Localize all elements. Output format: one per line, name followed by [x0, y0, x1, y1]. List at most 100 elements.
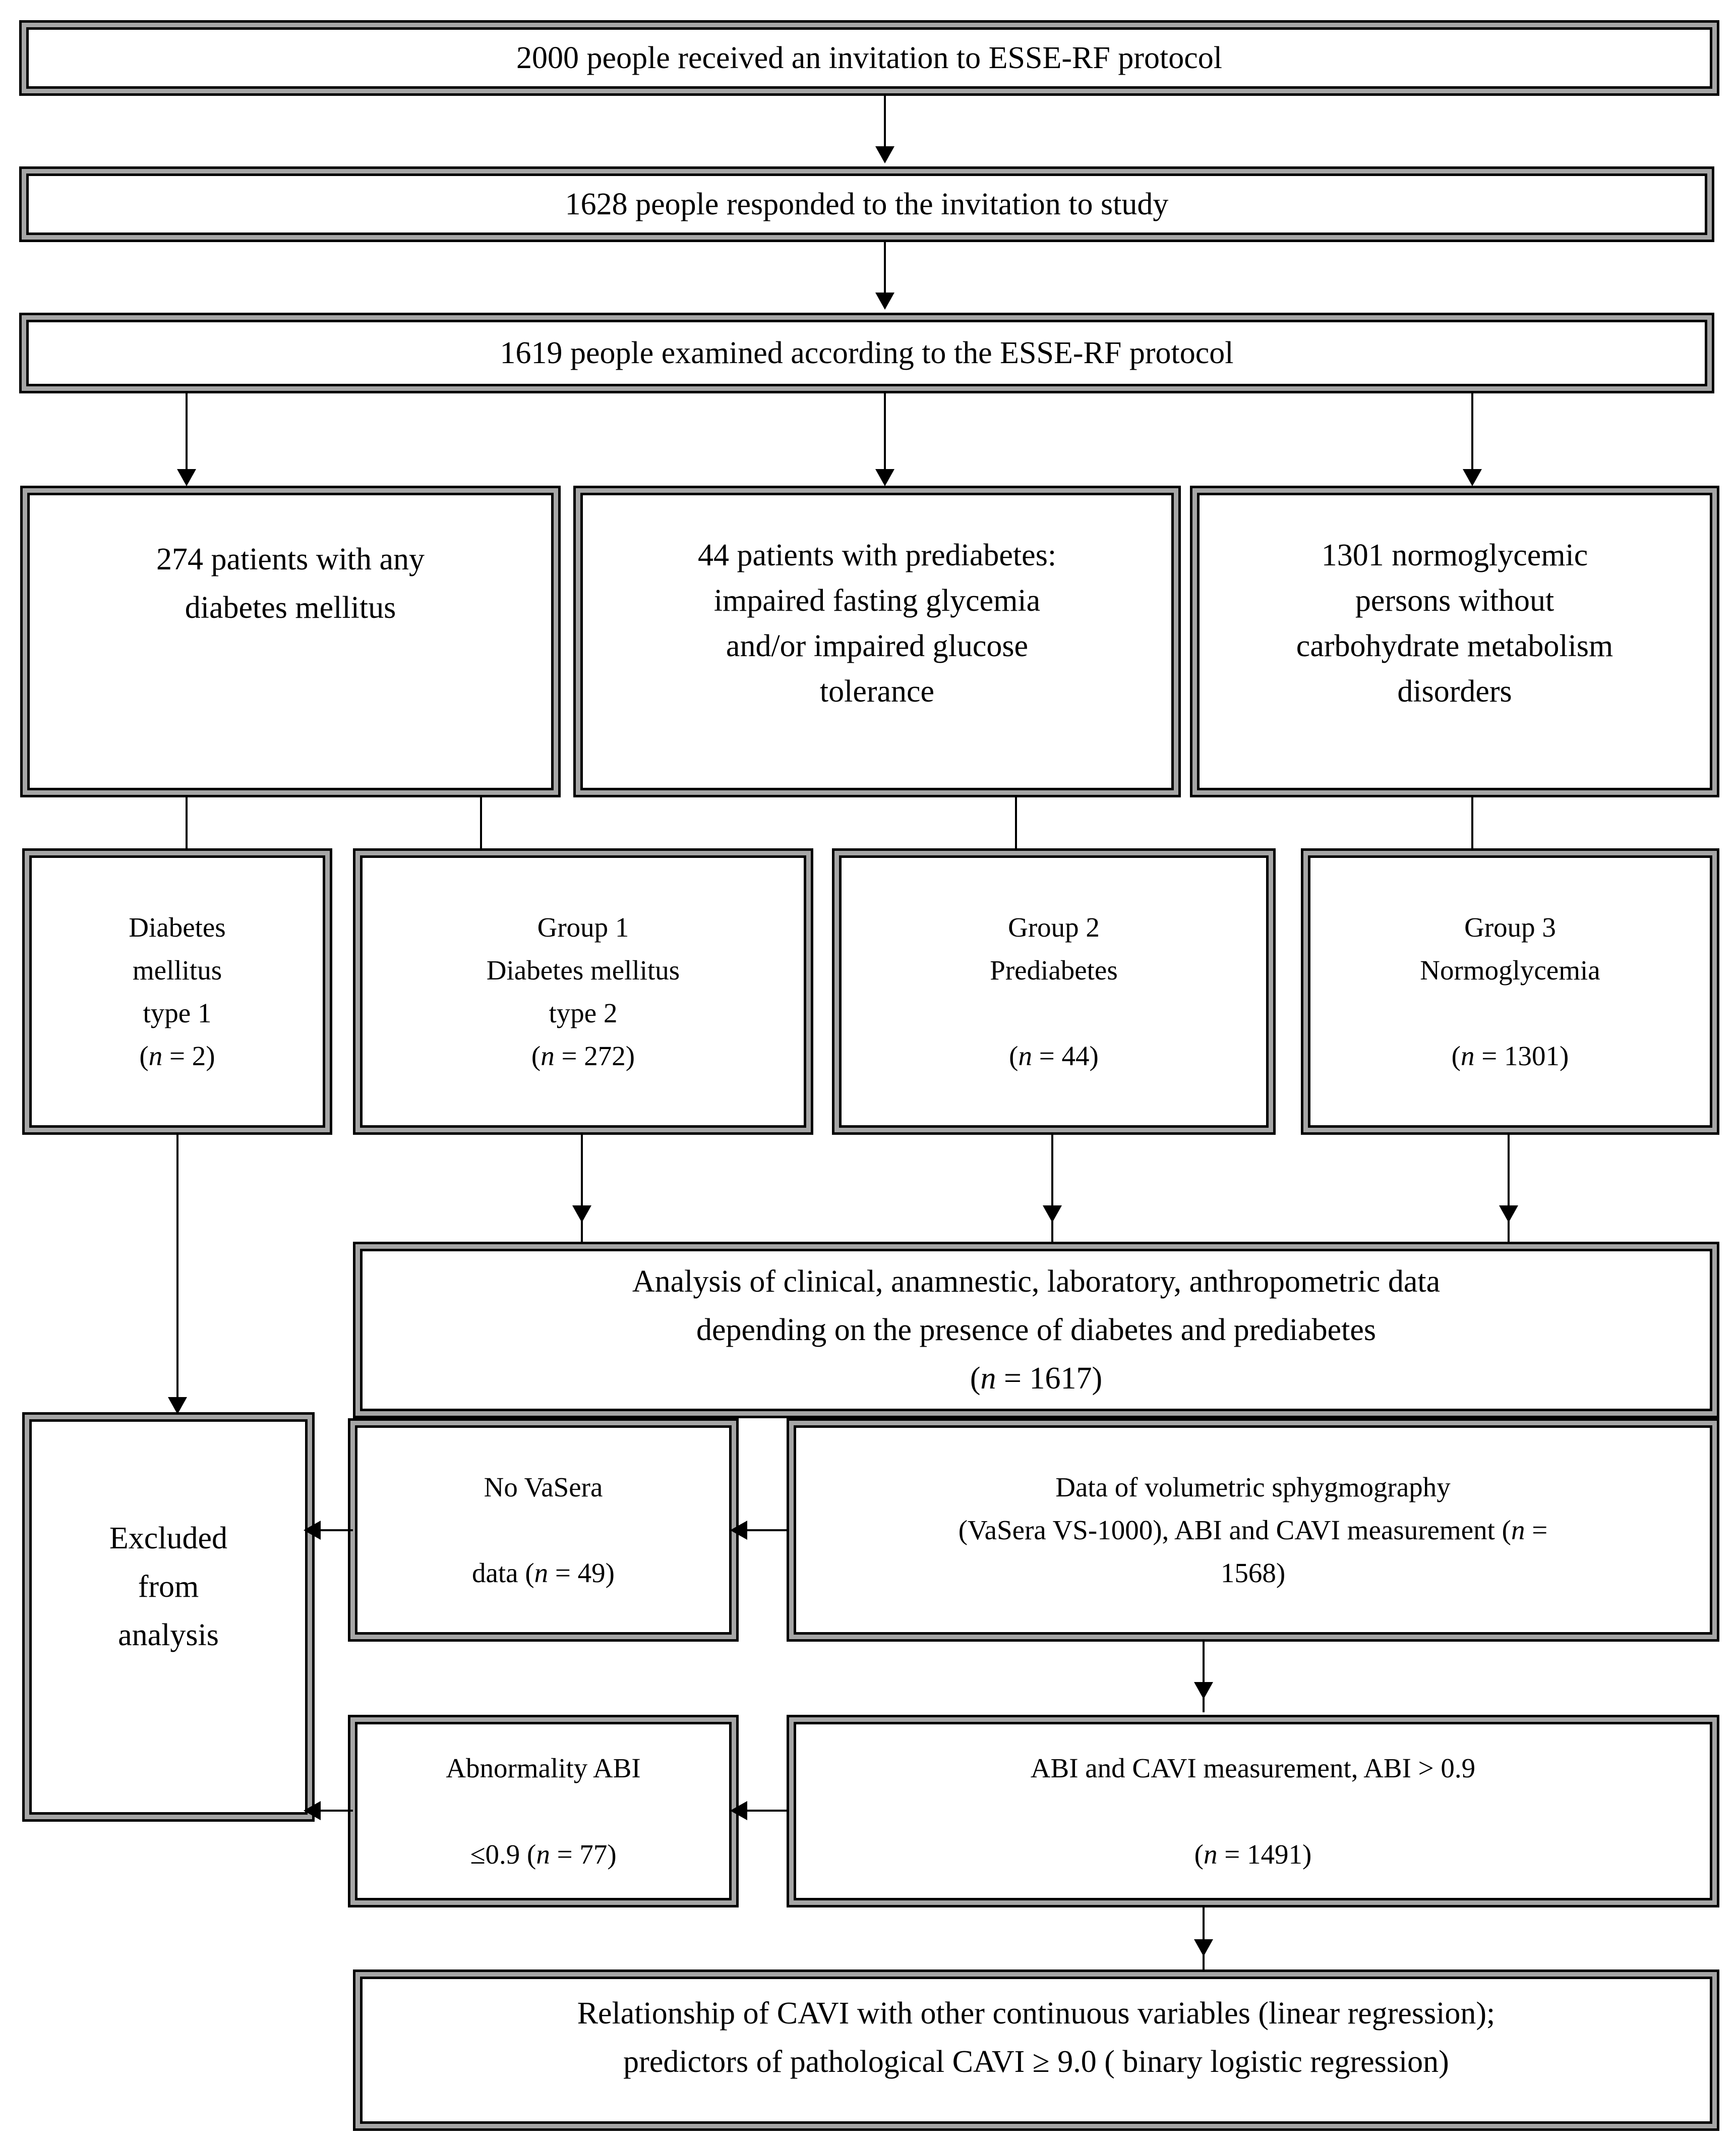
node-group3: Group 3 Normoglycemia (n = 1301): [1301, 848, 1719, 1135]
node-no-vasera-text: No VaSera data (n = 49): [350, 1466, 736, 1595]
connector-no-vasera-to-excluded: [319, 1529, 353, 1531]
node-abnormal-abi-line-2: ≤0.9 (n = 77): [470, 1838, 617, 1870]
connector-any-diabetes-to-group1: [480, 797, 482, 865]
node-analysis-text: Analysis of clinical, anamnestic, labora…: [355, 1257, 1717, 1403]
node-group2-line-2: Prediabetes: [990, 954, 1118, 986]
node-regression-text: Relationship of CAVI with other continuo…: [355, 1989, 1717, 2086]
arrowhead-group1-to-analysis: [572, 1205, 591, 1223]
node-responded-text: 1628 people responded to the invitation …: [22, 180, 1712, 228]
connector-abnormal-abi-to-excluded: [319, 1810, 353, 1812]
node-prediabetes-line-1: 44 patients with prediabetes:: [697, 538, 1057, 573]
arrowhead-abi-cavi-to-regression: [1194, 1939, 1213, 1956]
node-abnormal-abi-text: Abnormality ABI ≤0.9 (n = 77): [350, 1747, 736, 1876]
node-excluded-line-2: from: [138, 1569, 199, 1604]
connector-group3-to-analysis: [1508, 1135, 1510, 1245]
connector-group2-to-analysis: [1051, 1135, 1053, 1245]
node-sphygmography-text: Data of volumetric sphygmography (VaSera…: [789, 1466, 1717, 1595]
node-normoglycemic-text: 1301 normoglycemic persons without carbo…: [1192, 533, 1717, 715]
arrowhead-invited-to-responded: [875, 146, 894, 163]
node-group3-spacer: [1316, 992, 1704, 1034]
node-group2-line-1: Group 2: [1008, 911, 1100, 943]
node-group3-line-3: (n = 1301): [1451, 1040, 1569, 1072]
n-symbol: n: [534, 1557, 549, 1589]
node-no-vasera-spacer: [364, 1509, 723, 1551]
node-excluded-line-3: analysis: [118, 1618, 219, 1653]
node-sphygmography-line-2: (VaSera VS-1000), ABI and CAVI measureme…: [958, 1514, 1548, 1545]
node-group2-text: Group 2 Prediabetes (n = 44): [834, 906, 1273, 1078]
node-sphygmography: Data of volumetric sphygmography (VaSera…: [787, 1418, 1719, 1642]
node-group1-line-1: Group 1: [537, 911, 629, 943]
arrowhead-group3-to-analysis: [1499, 1205, 1518, 1223]
node-prediabetes-line-3: and/or impaired glucose: [726, 629, 1029, 663]
node-sphygmography-line-1: Data of volumetric sphygmography: [1055, 1471, 1451, 1502]
node-dm-type1-line-2: mellitus: [132, 954, 222, 986]
node-any-diabetes-text: 274 patients with any diabetes mellitus: [23, 535, 558, 632]
arrowhead-sphygmography-to-abi-cavi: [1194, 1682, 1213, 1699]
node-dm-type1-line-1: Diabetes: [129, 911, 226, 943]
connector-examined-to-prediabetes: [884, 393, 886, 484]
node-dm-type1-line-4: (n = 2): [139, 1040, 215, 1072]
node-group2-line-3: (n = 44): [1009, 1040, 1099, 1072]
node-abnormal-abi-spacer: [364, 1789, 723, 1832]
node-any-diabetes: 274 patients with any diabetes mellitus: [20, 486, 561, 797]
node-responded: 1628 people responded to the invitation …: [19, 166, 1714, 242]
node-invited: 2000 people received an invitation to ES…: [19, 20, 1719, 96]
arrowhead-examined-to-normoglycemic: [1463, 469, 1482, 486]
node-sphygmography-line-3: 1568): [1220, 1557, 1286, 1589]
node-dm-type1: Diabetes mellitus type 1 (n = 2): [22, 848, 332, 1135]
node-invited-text: 2000 people received an invitation to ES…: [22, 34, 1717, 82]
node-group1-line-3: type 2: [549, 998, 618, 1028]
node-group1-line-2: Diabetes mellitus: [486, 954, 680, 986]
connector-group1-to-analysis: [581, 1135, 583, 1245]
n-symbol: n: [148, 1040, 163, 1072]
node-no-vasera-line-1: No VaSera: [484, 1471, 603, 1502]
node-abi-cavi-spacer: [802, 1789, 1704, 1832]
node-prediabetes-text: 44 patients with prediabetes: impaired f…: [576, 533, 1178, 715]
node-any-diabetes-line-1: 274 patients with any: [156, 542, 425, 576]
node-analysis-line-1: Analysis of clinical, anamnestic, labora…: [632, 1264, 1441, 1299]
connector-responded-to-examined: [884, 242, 886, 297]
connector-prediabetes-to-group2: [1015, 797, 1017, 865]
node-abi-cavi-text: ABI and CAVI measurement, ABI > 0.9 (n =…: [789, 1747, 1717, 1876]
node-excluded: Excluded from analysis: [22, 1412, 315, 1822]
connector-abi-cavi-to-abnormal-abi: [745, 1810, 789, 1812]
n-symbol: n: [536, 1838, 550, 1870]
node-analysis: Analysis of clinical, anamnestic, labora…: [353, 1242, 1719, 1418]
node-regression-line-2: predictors of pathological CAVI ≥ 9.0 ( …: [623, 2045, 1449, 2079]
node-group1-line-4: (n = 272): [531, 1040, 635, 1072]
node-prediabetes-line-4: tolerance: [819, 674, 935, 709]
node-analysis-line-2: depending on the presence of diabetes an…: [696, 1312, 1376, 1347]
arrowhead-examined-to-prediabetes: [875, 469, 894, 486]
n-symbol: n: [1511, 1514, 1525, 1545]
n-symbol: n: [1203, 1838, 1218, 1870]
node-abnormal-abi-line-1: Abnormality ABI: [446, 1753, 641, 1784]
node-group3-text: Group 3 Normoglycemia (n = 1301): [1303, 906, 1717, 1078]
arrowhead-examined-to-any-diabetes: [177, 469, 196, 486]
node-normoglycemic-line-4: disorders: [1397, 674, 1512, 709]
node-normoglycemic-line-1: 1301 normoglycemic: [1321, 538, 1588, 573]
arrowhead-sphygmography-to-no-vasera: [730, 1521, 747, 1540]
node-prediabetes: 44 patients with prediabetes: impaired f…: [573, 486, 1181, 797]
arrowhead-dm-type1-to-excluded: [168, 1397, 187, 1414]
node-prediabetes-line-2: impaired fasting glycemia: [713, 584, 1041, 618]
node-abi-cavi-line-1: ABI and CAVI measurement, ABI > 0.9: [1030, 1753, 1476, 1784]
node-abi-cavi-line-2: (n = 1491): [1194, 1838, 1312, 1870]
node-group3-line-1: Group 3: [1464, 911, 1556, 943]
arrowhead-abnormal-abi-to-excluded: [304, 1801, 321, 1820]
node-group1: Group 1 Diabetes mellitus type 2 (n = 27…: [353, 848, 813, 1135]
node-excluded-line-1: Excluded: [109, 1521, 228, 1555]
connector-invited-to-responded: [884, 96, 886, 150]
arrowhead-group2-to-analysis: [1043, 1205, 1062, 1223]
n-symbol: n: [541, 1040, 555, 1072]
node-regression-line-1: Relationship of CAVI with other continuo…: [577, 1996, 1495, 2031]
node-examined: 1619 people examined according to the ES…: [19, 313, 1714, 393]
node-excluded-text: Excluded from analysis: [25, 1514, 312, 1659]
arrowhead-no-vasera-to-excluded: [304, 1521, 321, 1540]
node-analysis-line-3: (n = 1617): [970, 1361, 1103, 1396]
node-normoglycemic-line-3: carbohydrate metabolism: [1296, 629, 1613, 663]
connector-sphygmography-to-abi-cavi: [1203, 1642, 1205, 1712]
node-dm-type1-text: Diabetes mellitus type 1 (n = 2): [25, 906, 330, 1078]
node-dm-type1-line-3: type 1: [143, 998, 212, 1028]
node-responded-line-1: 1628 people responded to the invitation …: [565, 187, 1169, 221]
